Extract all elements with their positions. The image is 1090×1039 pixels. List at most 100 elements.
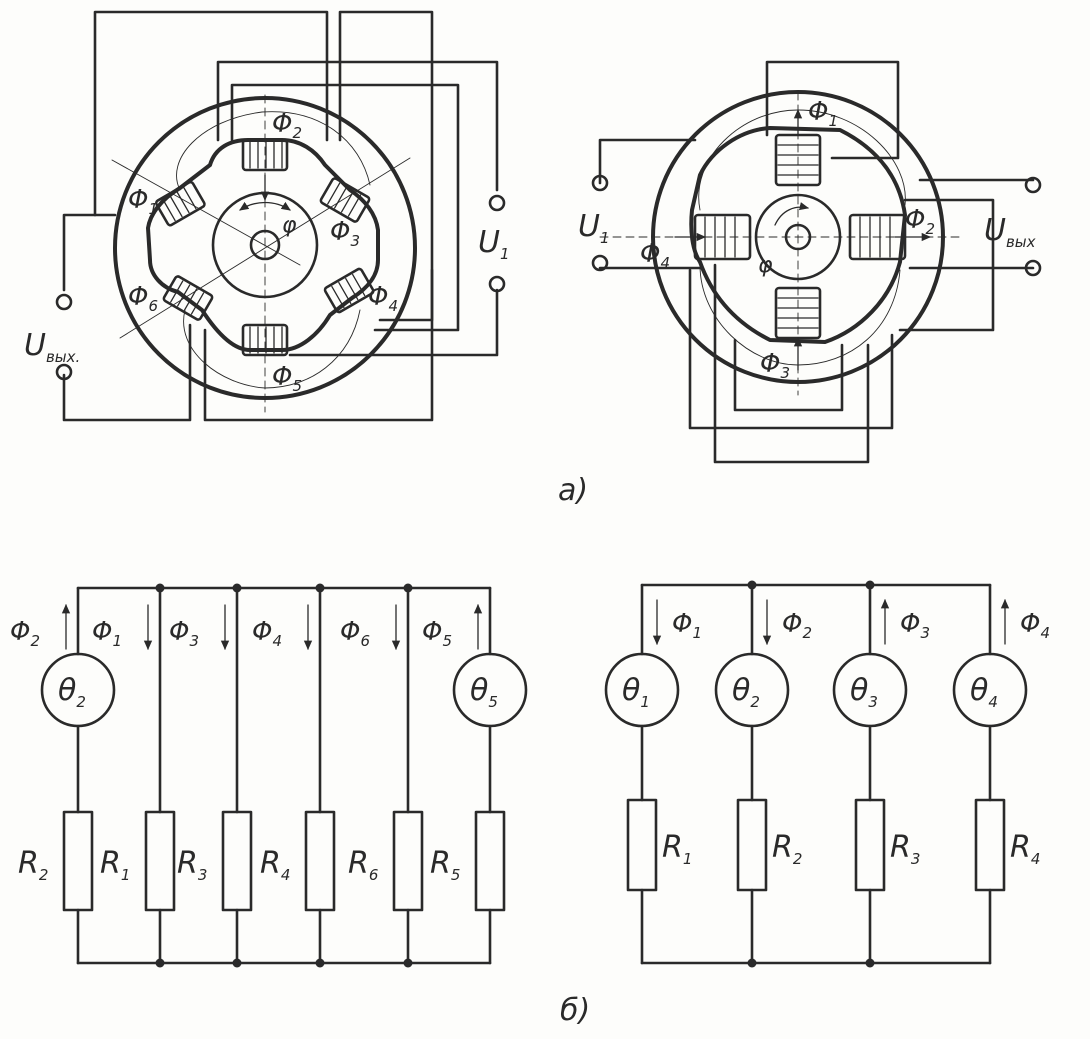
terminal-u1-top [488,194,506,212]
resistor [474,810,506,912]
terminal-uout-bottom [1024,259,1042,277]
flux-label: Φ6 [340,617,370,650]
coil-phi1 [154,180,206,227]
source-label: θ5 [470,673,498,711]
source-label: θ1 [622,673,650,711]
label-phi4: Φ4 [368,282,398,315]
wire-bottom-loop-1 [688,268,894,430]
resistor [392,810,424,912]
coil-phi6 [162,275,214,321]
mmf-source [40,652,116,728]
resistor [221,810,253,912]
label-uout: Uвых. [24,328,80,366]
wire-top [765,60,900,160]
junction-dot [315,958,325,968]
wire-inner-top [230,83,460,332]
label-phi3: Φ3 [330,217,360,250]
coil-phi4 [323,267,375,314]
flux-label: Φ1 [672,609,702,642]
coil-phi2 [241,138,289,172]
label-u1: U1 [578,209,610,247]
wire-u1-top [216,60,499,192]
junction-dot [747,958,757,968]
wire-uout-bottom [62,323,192,422]
flux-label: Φ2 [782,609,812,642]
label-u1: U1 [478,225,510,263]
flux-label: Φ4 [1020,609,1050,642]
six-pole-motor: Φ2 Φ1 Φ3 Φ4 Φ5 Φ6 φ U1 Uвых. [24,10,510,422]
resistor [854,798,886,892]
junction-dot [403,583,413,593]
label-angle: φ [758,253,773,278]
resistor-label: R4 [260,846,290,884]
terminal-uout-top [55,293,73,311]
stator-pole-contour [689,126,907,344]
resistor-label: R6 [348,846,378,884]
mmf-source [952,652,1028,728]
wire-uout-top [62,213,117,292]
source-label: θ3 [850,673,878,711]
resistor-label: R2 [772,830,802,868]
label-phi1: Φ1 [128,185,158,218]
label-phi1: Φ1 [808,97,838,130]
junction-dot [865,580,875,590]
flux-path-upper [176,111,371,191]
junction-dot [155,958,165,968]
terminal-u1-bottom [591,254,609,272]
label-phi2: Φ2 [905,205,935,238]
source-label: θ2 [732,673,760,711]
flux-label: Φ2 [10,617,40,650]
label-phi4: Φ4 [640,239,670,272]
resistor-label: R4 [1010,830,1040,868]
label-phi6: Φ6 [128,282,158,315]
label-phi3: Φ3 [760,349,790,382]
junction-dot [865,958,875,968]
label-phi2: Φ2 [272,109,302,142]
coil-phi3 [319,177,371,223]
rotation-arrow [774,202,810,226]
resistor-label: R1 [100,846,130,884]
junction-dot [403,958,413,968]
resistor [62,810,94,912]
axis-diagonal-2 [119,157,411,339]
resistor-label: R3 [177,846,207,884]
resistor [144,810,176,912]
wire-u1-top [598,138,697,185]
flux-label: Φ4 [252,617,282,650]
flux-label: Φ1 [92,617,122,650]
source-label: θ4 [970,673,998,711]
caption-a: а) [558,473,588,508]
resistor [974,798,1006,892]
four-pole-motor: Φ1 Φ2 Φ3 Φ4 φ U1 Uвых [578,60,1042,464]
flux-label: Φ3 [900,609,930,642]
junction-dot [315,583,325,593]
axis-diagonal-1 [111,159,301,266]
caption-b: б) [560,993,590,1028]
wire-top-right [338,10,434,322]
junction-dot [232,958,242,968]
label-phi5: Φ5 [272,362,302,395]
wire-bottom-loop-2 [713,263,870,464]
wire-u1-bottom [288,288,499,357]
resistor-label: R5 [430,846,460,884]
wire-bottom-loop-3 [733,338,844,412]
junction-dot [232,583,242,593]
junction-dot [747,580,757,590]
terminal-u1-top [591,174,609,192]
coil-phi5 [241,323,289,357]
wire-top-left [93,10,329,217]
wire-bottom-loop [203,268,434,422]
resistor-label: R3 [890,830,920,868]
label-uout: Uвых [984,213,1036,251]
